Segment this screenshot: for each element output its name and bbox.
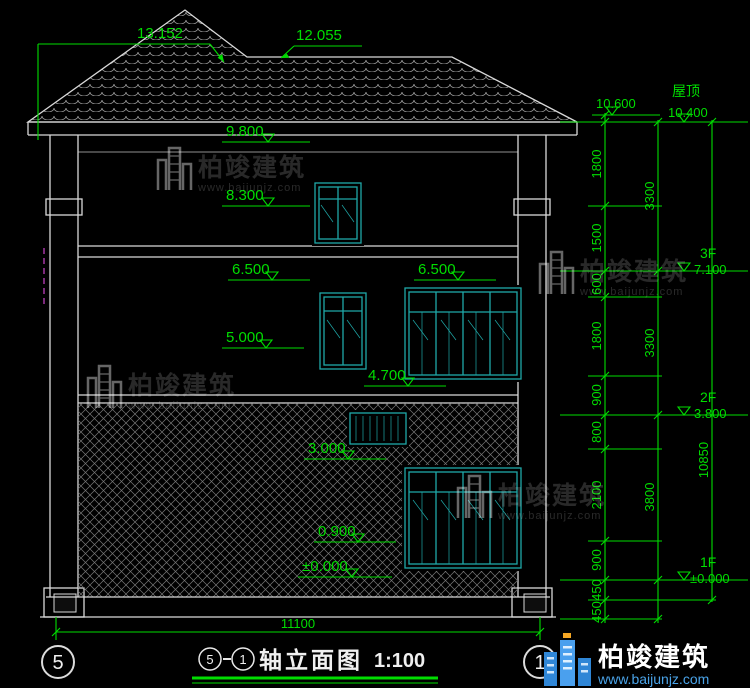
floor-2f-level: 3.800 [694, 406, 727, 421]
title-axis-circle-start [198, 647, 222, 671]
seg-450b: 450 [589, 601, 604, 623]
watermark-3: 柏竣建筑 www.baijunjz.com [86, 364, 236, 412]
level-8300: 8.300 [226, 187, 264, 204]
level-6500-right: 6.500 [418, 261, 456, 278]
watermark-name: 柏竣建筑 [128, 371, 236, 400]
watermark-2: 柏竣建筑 www.baijunjz.com [538, 250, 688, 298]
title-axis-end: 1 [239, 652, 246, 667]
seg-3800: 3800 [642, 483, 657, 512]
grid-bubble-1-label: 1 [534, 652, 545, 674]
left-column-cap [45, 198, 83, 216]
drawing-title: 5 1 轴立面图 1:100 [192, 647, 438, 684]
level-0900: 0.900 [318, 523, 356, 540]
level-10400: 10.400 [668, 105, 708, 120]
logo-name: 柏竣建筑 [598, 642, 710, 672]
title-text: 轴立面图 [259, 647, 363, 673]
watermark-4: 柏竣建筑 www.baijunjz.com [456, 474, 606, 522]
logo-url: www.baijunjz.com [597, 671, 709, 687]
dim-total-width: 11100 [281, 616, 315, 631]
seg-3300a: 3300 [642, 182, 657, 211]
dim-ridge-sub: 12.055 [296, 27, 342, 44]
title-axis-start: 5 [206, 652, 213, 667]
level-5000: 5.000 [226, 329, 264, 346]
dim-total-height: 10850 [696, 442, 711, 478]
floor-3f-label: 3F [700, 245, 716, 261]
seg-800: 800 [589, 421, 604, 443]
leader-arrow [281, 53, 290, 58]
company-logo: 柏竣建筑 www.baijunjz.com [544, 633, 710, 687]
dimension-bottom: 11100 [51, 616, 545, 640]
seg-1500: 1500 [589, 224, 604, 253]
dimensions-right: 1800 1500 600 1800 900 800 2100 900 450 … [560, 83, 748, 624]
level-4700: 4.700 [368, 367, 406, 384]
watermark-1: 柏竣建筑 www.baijunjz.com [156, 146, 306, 194]
watermark-name: 柏竣建筑 [498, 481, 606, 510]
level-3000: 3.000 [308, 440, 346, 457]
seg-1800b: 1800 [589, 322, 604, 351]
floor-band-3f [78, 245, 518, 258]
window-3f [312, 180, 364, 246]
extension-lines [560, 114, 748, 620]
watermark-logo-icon [538, 250, 575, 296]
grid-bubble-5 [41, 645, 75, 679]
watermark-url: www.baijunjz.com [497, 510, 601, 522]
floor-1f-label: 1F [700, 554, 716, 570]
seg-2100: 2100 [589, 481, 604, 510]
leader-arrow [217, 53, 224, 62]
title-scale: 1:100 [374, 650, 425, 672]
right-column-cap [513, 198, 551, 216]
watermark-url: www.baijunjz.com [127, 400, 231, 412]
seg-1800a: 1800 [589, 150, 604, 179]
roof-top-label: 屋顶 [672, 83, 700, 99]
logo-icon [544, 652, 557, 686]
level-10600: 10.600 [596, 96, 636, 111]
window-2f-left [317, 290, 369, 372]
grid-bubble-5-label: 5 [52, 652, 63, 674]
dimensions-left: 13.152 12.055 9.800 8.300 6.500 6.500 5.… [37, 25, 496, 578]
seg-3300b: 3300 [642, 329, 657, 358]
seg-450a: 450 [589, 579, 604, 601]
dim-ridge-main: 13.152 [137, 25, 183, 42]
watermark-logo-icon [156, 146, 193, 192]
floor-1f-level: ±0.000 [690, 571, 730, 586]
watermarks: 柏竣建筑 www.baijunjz.com 柏竣建筑 www.baijunjz.… [86, 146, 688, 522]
level-9800: 9.800 [226, 123, 264, 140]
watermark-name: 柏竣建筑 [580, 257, 688, 286]
watermark-url: www.baijunjz.com [579, 286, 683, 298]
logo-icon [563, 633, 571, 638]
window-1f [402, 465, 524, 571]
level-0000: ±0.000 [302, 558, 348, 575]
watermark-name: 柏竣建筑 [198, 153, 306, 182]
floor-2f-label: 2F [700, 389, 716, 405]
level-6500-left: 6.500 [232, 261, 270, 278]
watermark-url: www.baijunjz.com [197, 182, 301, 194]
logo-icon [560, 640, 575, 686]
floor-3f-level: 7.100 [694, 262, 727, 277]
dim-ticks [600, 110, 717, 624]
window-2f-right [402, 285, 524, 382]
seg-600: 600 [589, 273, 604, 295]
title-axis-circle-end [231, 647, 255, 671]
railing-window [347, 410, 409, 447]
seg-900a: 900 [589, 384, 604, 406]
plinth [40, 596, 556, 618]
watermark-logo-icon [86, 364, 123, 410]
windows [312, 180, 524, 571]
seg-900b: 900 [589, 549, 604, 571]
